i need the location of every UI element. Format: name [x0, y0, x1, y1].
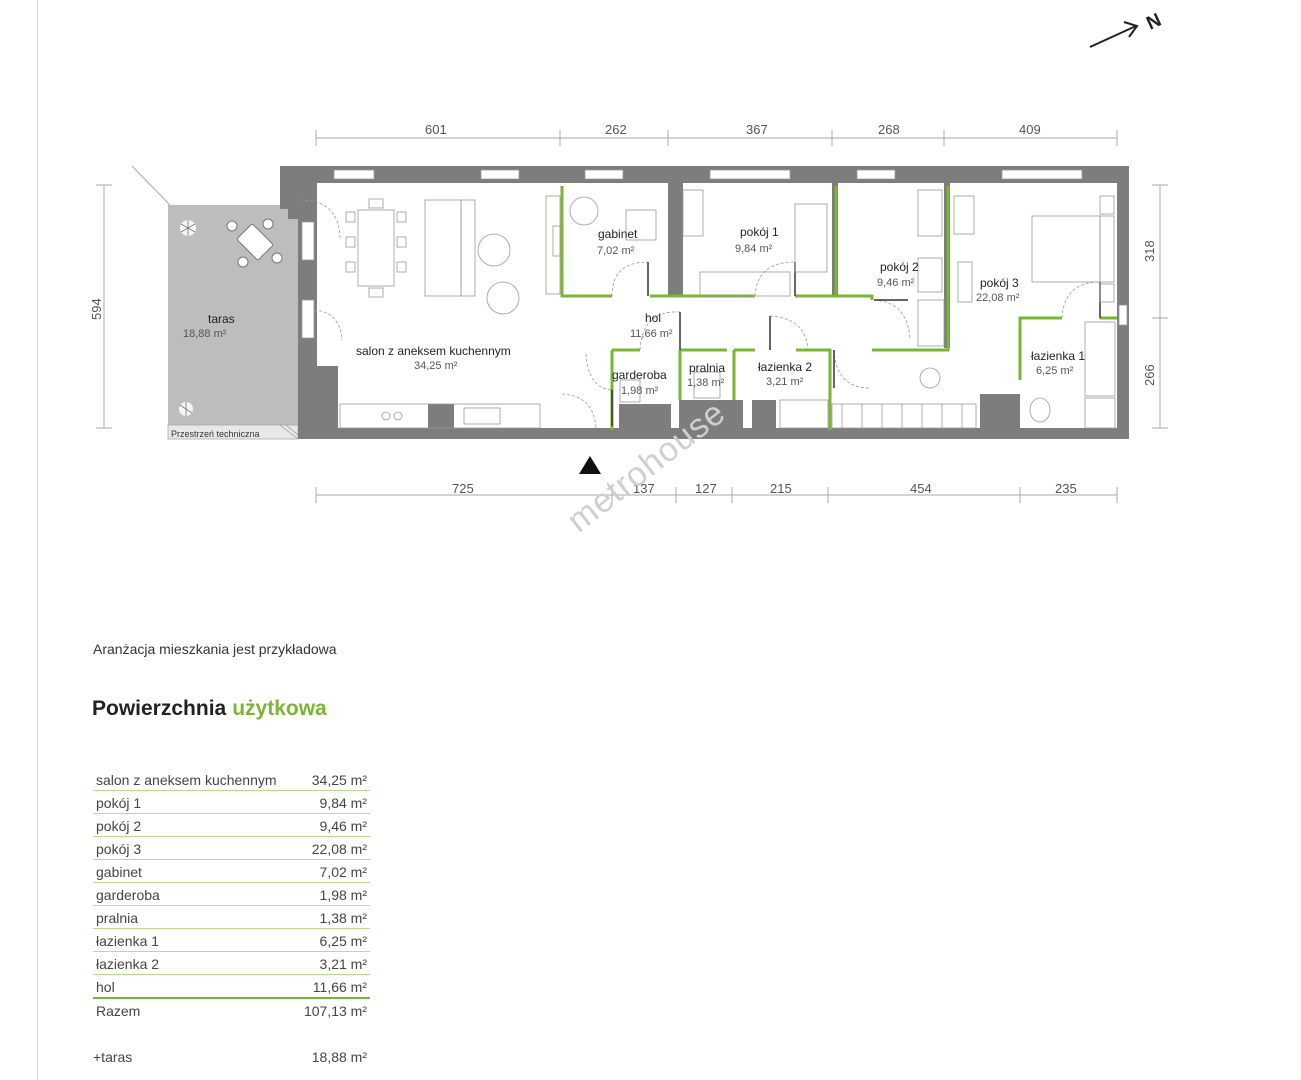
- room-area-room2: 9,46 m²: [877, 277, 915, 289]
- room-area-bath2: 3,21 m²: [766, 376, 804, 388]
- area-heading-accent: użytkowa: [232, 697, 327, 720]
- dim-bottom-1: 725: [452, 481, 474, 496]
- terrace-extra-name: +taras: [93, 1049, 133, 1065]
- room-label-bath2: łazienka 2: [758, 360, 812, 374]
- door-swings: [299, 199, 1101, 429]
- room-label-hall: hol: [645, 311, 661, 325]
- north-arrow-icon: N: [1089, 10, 1165, 48]
- room-area-terrace: 18,88 m²: [183, 328, 227, 340]
- row-value: 9,84 m²: [295, 790, 370, 814]
- row-value: 7,02 m²: [295, 859, 370, 883]
- arrangement-note: Aranżacja mieszkania jest przykładowa: [93, 641, 337, 657]
- row-name: salon z aneksem kuchennym: [93, 768, 296, 791]
- room-area-bath1: 6,25 m²: [1036, 365, 1074, 377]
- entrance-triangle-icon: [579, 456, 601, 474]
- row-value: 34,25 m²: [295, 768, 370, 791]
- room-label-office: gabinet: [598, 227, 638, 241]
- row-name: pokój 2: [93, 813, 296, 837]
- room-area-laundry: 1,38 m²: [687, 377, 725, 389]
- row-name: pralnia: [93, 905, 296, 929]
- dim-bottom-5: 454: [910, 481, 932, 496]
- terrace: [131, 165, 299, 440]
- total-name: Razem: [93, 997, 296, 1021]
- room-label-terrace: taras: [208, 312, 235, 326]
- terrace-extra-value: 18,88 m²: [311, 1049, 367, 1065]
- windows: [301, 169, 1128, 339]
- room-label-bath1: łazienka 1: [1031, 349, 1085, 363]
- dim-right-bottom: 266: [1142, 364, 1157, 386]
- room-area-room1: 9,84 m²: [735, 243, 773, 255]
- dim-bottom-6: 235: [1055, 481, 1077, 496]
- dim-top-1: 601: [425, 122, 447, 137]
- dim-left: 594: [89, 298, 104, 320]
- row-value: 9,46 m²: [295, 813, 370, 837]
- row-value: 1,38 m²: [295, 905, 370, 929]
- dim-top-5: 409: [1019, 122, 1041, 137]
- row-name: pokój 3: [93, 836, 296, 860]
- north-label: N: [1143, 10, 1164, 35]
- dim-bottom-3: 127: [695, 481, 717, 496]
- area-heading-main: Powierzchnia: [92, 697, 227, 720]
- floor-plan: N: [89, 10, 1168, 503]
- room-label-room2: pokój 2: [880, 260, 919, 274]
- row-value: 1,98 m²: [295, 882, 370, 906]
- row-name: gabinet: [93, 859, 296, 883]
- row-name: hol: [93, 974, 296, 999]
- room-label-technical: Przestrzeń techniczna: [171, 429, 260, 439]
- room-area-office: 7,02 m²: [597, 245, 635, 257]
- row-name: łazienka 1: [93, 928, 296, 952]
- row-value: 11,66 m²: [295, 974, 370, 999]
- row-value: 6,25 m²: [295, 928, 370, 952]
- room-label-laundry: pralnia: [689, 361, 725, 375]
- row-name: łazienka 2: [93, 951, 296, 975]
- row-name: pokój 1: [93, 790, 296, 814]
- room-area-room3: 22,08 m²: [976, 292, 1020, 304]
- terrace-extra-row: +taras 18,88 m²: [93, 1049, 370, 1065]
- room-label-room1: pokój 1: [740, 225, 779, 239]
- dim-bottom-4: 215: [770, 481, 792, 496]
- dim-top-2: 262: [605, 122, 627, 137]
- furniture: [339, 189, 1116, 429]
- page-left-rule: [37, 0, 38, 1080]
- room-area-wardrobe: 1,98 m²: [621, 385, 659, 397]
- row-value: 22,08 m²: [295, 836, 370, 860]
- dim-right-top: 318: [1142, 240, 1157, 262]
- room-label-room3: pokój 3: [980, 276, 1019, 290]
- row-value: 3,21 m²: [295, 951, 370, 975]
- room-area-hall: 11,66 m²: [630, 328, 673, 340]
- room-area-living: 34,25 m²: [414, 360, 458, 372]
- total-value: 107,13 m²: [295, 997, 370, 1021]
- room-label-wardrobe: garderoba: [612, 368, 667, 382]
- row-name: garderoba: [93, 882, 296, 906]
- room-label-living: salon z aneksem kuchennym: [356, 344, 511, 358]
- dim-top-3: 367: [746, 122, 768, 137]
- dimension-lines: [96, 130, 1168, 503]
- dim-top-4: 268: [878, 122, 900, 137]
- dim-bottom-2: 137: [633, 481, 655, 496]
